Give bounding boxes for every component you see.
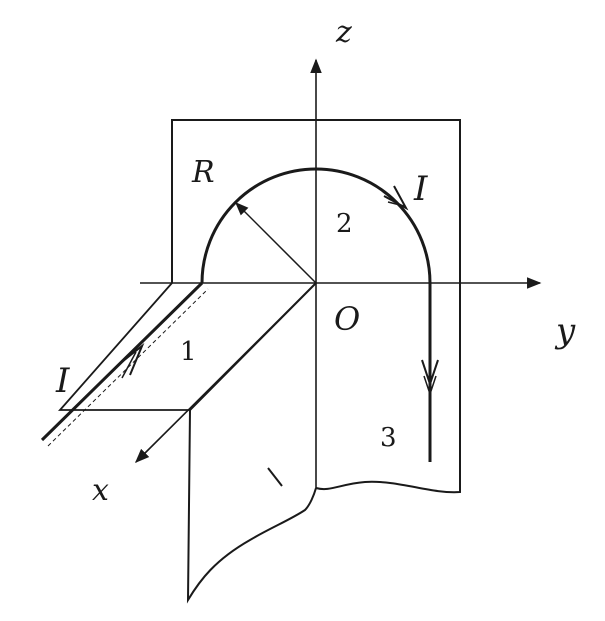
origin-label: O bbox=[334, 300, 360, 338]
current-arrow-2-inner bbox=[387, 201, 405, 207]
segment-2-label: 2 bbox=[336, 209, 353, 239]
wire-semicircle-2 bbox=[200, 167, 432, 284]
x-axis bbox=[134, 282, 317, 464]
current-arc-label: I bbox=[413, 169, 428, 209]
current-arrow-3-inner bbox=[423, 375, 437, 397]
current-arrow-2 bbox=[383, 185, 409, 211]
radius-label: R bbox=[191, 155, 215, 190]
current-arrow-1 bbox=[117, 342, 145, 376]
current-in-label: I bbox=[55, 361, 70, 401]
xy-plane-outline bbox=[58, 282, 190, 411]
axis-z-label: z bbox=[335, 15, 352, 50]
segment-3-label: 3 bbox=[380, 423, 397, 453]
surface-tick bbox=[267, 467, 283, 487]
current-arrow-3 bbox=[421, 359, 439, 388]
segment-1-label: 1 bbox=[180, 337, 197, 367]
axis-y-label: y bbox=[554, 311, 576, 351]
yz-plane-outline bbox=[171, 119, 461, 494]
axis-x-label: x bbox=[92, 473, 109, 508]
xz-plane-outline bbox=[186, 282, 317, 604]
current-arrow-1-inner bbox=[121, 351, 137, 379]
radius-line bbox=[235, 202, 317, 284]
